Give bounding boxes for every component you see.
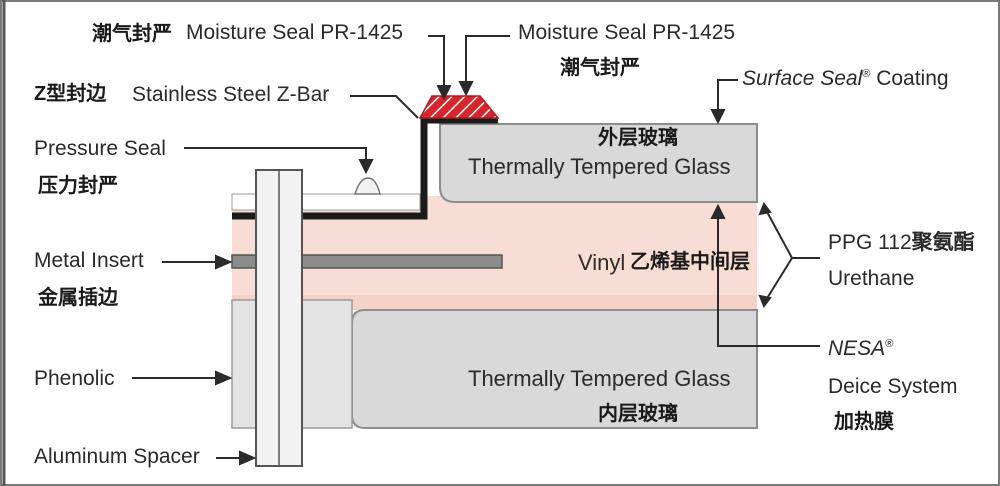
vinyl-label: Vinyl	[578, 250, 626, 275]
leader-nesa	[717, 210, 820, 347]
leader-z-bar	[350, 95, 419, 119]
inner-glass-zh-label: 内层玻璃	[598, 403, 678, 425]
outer-glass-label: Thermally Tempered Glass	[468, 154, 731, 179]
arrow-ppg-bottom	[758, 294, 772, 309]
arrow-metal-insert	[215, 254, 233, 270]
pressure-seal-zh-label: 压力封严	[38, 175, 118, 197]
surface-seal-coating-label: Surface Seal® Coating	[742, 68, 949, 89]
z-bar-zh-label: Z型封边	[34, 83, 107, 105]
ppg-zh: 聚氨酯	[911, 231, 975, 254]
leader-moisture-seal-left	[428, 35, 445, 96]
moisture-seal-left-label: Moisture Seal PR-1425	[186, 21, 404, 44]
nesa-mark: ®	[885, 338, 894, 350]
arrow-ppg-top	[758, 201, 772, 216]
inner-glass-label: Thermally Tempered Glass	[468, 366, 731, 391]
leader-ppg-bracket	[765, 209, 820, 301]
ppg-prefix: PPG 112	[828, 231, 912, 254]
deice-system-label: Deice System	[828, 375, 958, 398]
arrow-aluminum-spacer	[239, 450, 257, 466]
deice-zh-label: 加热膜	[834, 411, 894, 433]
arrow-surface-seal	[710, 109, 726, 125]
outer-glass-zh-label: 外层玻璃	[598, 127, 678, 149]
aluminum-spacer-label: Aluminum Spacer	[34, 445, 200, 468]
nesa-label: NESA®	[828, 338, 893, 359]
moisture-seal-right-zh-label: 潮气封严	[560, 57, 640, 79]
leader-pressure-seal	[184, 147, 367, 168]
metal-insert-zh-label: 金属插边	[38, 287, 118, 309]
arrow-phenolic	[215, 370, 233, 386]
pressure-seal-bump	[353, 177, 381, 195]
arrow-moisture-seal-left	[436, 85, 452, 101]
outer-glass-pane	[439, 123, 758, 203]
arrow-nesa	[710, 203, 726, 219]
surface-seal-rest: Coating	[870, 67, 949, 90]
ppg-112-label: PPG 112聚氨酯	[828, 232, 975, 253]
moisture-seal-left-zh-label: 潮气封严	[92, 23, 172, 45]
leader-lines	[132, 35, 820, 466]
phenolic-label: Phenolic	[34, 367, 115, 390]
nesa-italic: NESA	[828, 337, 886, 360]
arrow-pressure-seal	[358, 159, 374, 175]
vinyl-zh-label: 乙烯基中间层	[630, 251, 750, 273]
z-bar-label: Stainless Steel Z-Bar	[132, 83, 330, 106]
leader-surface-seal	[717, 79, 738, 118]
arrow-moisture-seal-right	[458, 81, 474, 97]
leader-moisture-seal-right	[465, 35, 510, 92]
stainless-steel-z-bar	[232, 116, 498, 220]
surface-seal-mark: ®	[862, 68, 871, 80]
urethane-label: Urethane	[828, 267, 915, 290]
moisture-seal-right-label: Moisture Seal PR-1425	[518, 21, 736, 44]
vinyl-bottom-band	[232, 295, 757, 310]
moisture-seal	[418, 95, 500, 119]
metal-insert-label: Metal Insert	[34, 249, 144, 272]
pressure-seal-label: Pressure Seal	[34, 137, 166, 160]
surface-seal-italic: Surface Seal	[742, 67, 863, 90]
